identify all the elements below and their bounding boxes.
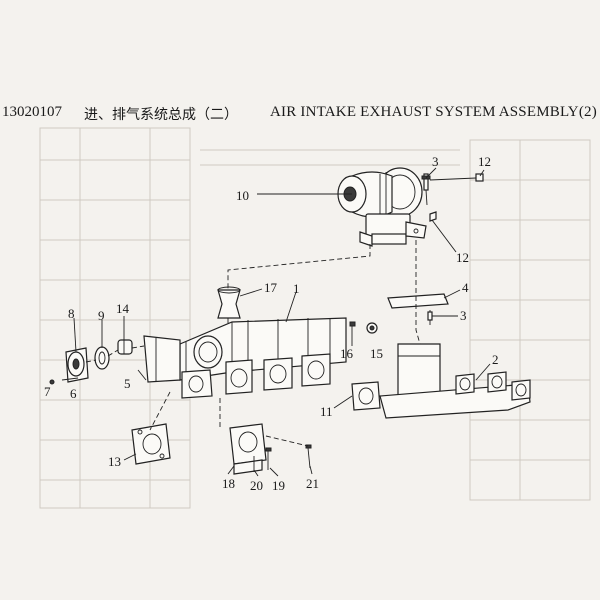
callout-3-lower: 3 <box>460 308 467 323</box>
callout-8: 8 <box>68 306 75 321</box>
callout-4: 4 <box>462 280 469 295</box>
bolt-16 <box>349 321 356 346</box>
callout-labels: 10 3 12 12 17 1 4 3 8 9 14 16 15 2 5 7 6… <box>44 154 499 493</box>
callout-13: 13 <box>108 454 121 469</box>
gasket-4 <box>387 293 449 309</box>
title-chinese: 进、排气系统总成（二） <box>84 107 238 123</box>
callout-5: 5 <box>124 376 131 391</box>
hose-14 <box>117 339 133 355</box>
bolt-3-top <box>421 173 431 206</box>
bolt-3-lower <box>427 310 433 325</box>
nut-12-side <box>429 211 437 222</box>
callout-6: 6 <box>70 386 77 401</box>
callout-9: 9 <box>98 308 105 323</box>
gasket-11 <box>351 381 381 411</box>
callout-21: 21 <box>306 476 319 491</box>
nut-12-top <box>429 173 484 182</box>
callout-12-side: 12 <box>456 250 469 265</box>
callout-17: 17 <box>264 280 278 295</box>
bolt-5 <box>137 369 147 381</box>
exhaust-manifold <box>379 343 531 419</box>
bolt-6 <box>61 377 79 381</box>
callout-18: 18 <box>222 476 235 491</box>
gasket-13 <box>131 423 171 465</box>
flange-8 <box>65 347 89 383</box>
bleed-through-table <box>39 127 591 509</box>
callout-20: 20 <box>250 478 263 493</box>
assembly-guide-lines <box>85 240 421 447</box>
callout-10: 10 <box>236 188 249 203</box>
gasket-9 <box>94 346 110 370</box>
callout-19: 19 <box>272 478 285 493</box>
callout-14: 14 <box>116 301 130 316</box>
diagram-title: 13020107 进、排气系统总成（二） AIR INTAKE EXHAUST … <box>0 104 600 126</box>
intake-manifold <box>143 317 347 399</box>
title-code: 13020107 <box>2 104 62 120</box>
bolt-21 <box>305 444 312 469</box>
washer-15 <box>366 322 378 334</box>
callout-2: 2 <box>492 352 499 367</box>
bracket-18 <box>229 423 267 475</box>
title-english: AIR INTAKE EXHAUST SYSTEM ASSEMBLY(2) <box>270 104 597 120</box>
sleeve-17 <box>217 286 241 319</box>
bolt-19 <box>265 447 272 470</box>
callout-15: 15 <box>370 346 383 361</box>
callout-3-top: 3 <box>432 154 439 169</box>
callout-16: 16 <box>340 346 354 361</box>
callout-1: 1 <box>293 281 300 296</box>
washer-7 <box>49 379 55 385</box>
callout-11: 11 <box>320 404 333 419</box>
callout-7: 7 <box>44 384 51 399</box>
callout-12-top: 12 <box>478 154 491 169</box>
turbocharger <box>337 167 427 247</box>
leader-lines <box>73 167 491 477</box>
